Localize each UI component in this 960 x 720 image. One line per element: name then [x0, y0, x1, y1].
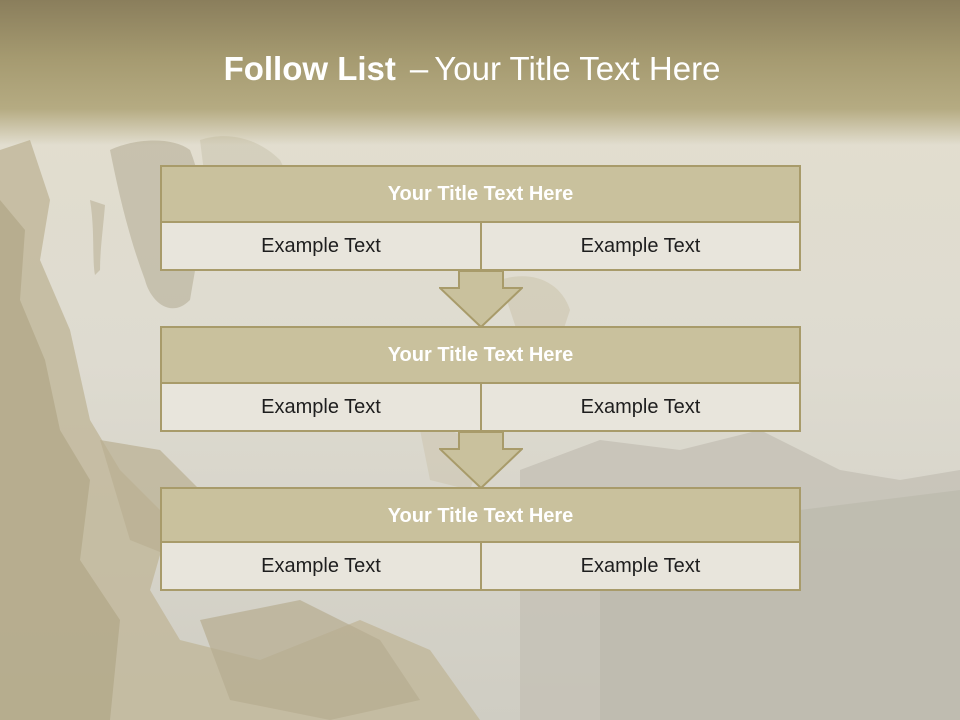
- step-left-cell: Example Text: [160, 382, 482, 432]
- step-title: Your Title Text Here: [160, 487, 801, 545]
- step-left-cell: Example Text: [160, 541, 482, 591]
- slide-title: Follow List–Your Title Text Here: [0, 50, 944, 88]
- header-band: [0, 0, 960, 145]
- step-right-cell: Example Text: [480, 541, 801, 591]
- step-right-cell: Example Text: [480, 221, 801, 271]
- step-left-cell: Example Text: [160, 221, 482, 271]
- step-title: Your Title Text Here: [160, 326, 801, 384]
- down-arrow-icon: [439, 431, 523, 489]
- slide-title-bold: Follow List: [223, 50, 396, 87]
- step-right-cell: Example Text: [480, 382, 801, 432]
- slide-title-separator: –: [409, 50, 429, 87]
- step-title: Your Title Text Here: [160, 165, 801, 223]
- slide-title-rest: Your Title Text Here: [434, 50, 721, 87]
- down-arrow-icon: [439, 270, 523, 328]
